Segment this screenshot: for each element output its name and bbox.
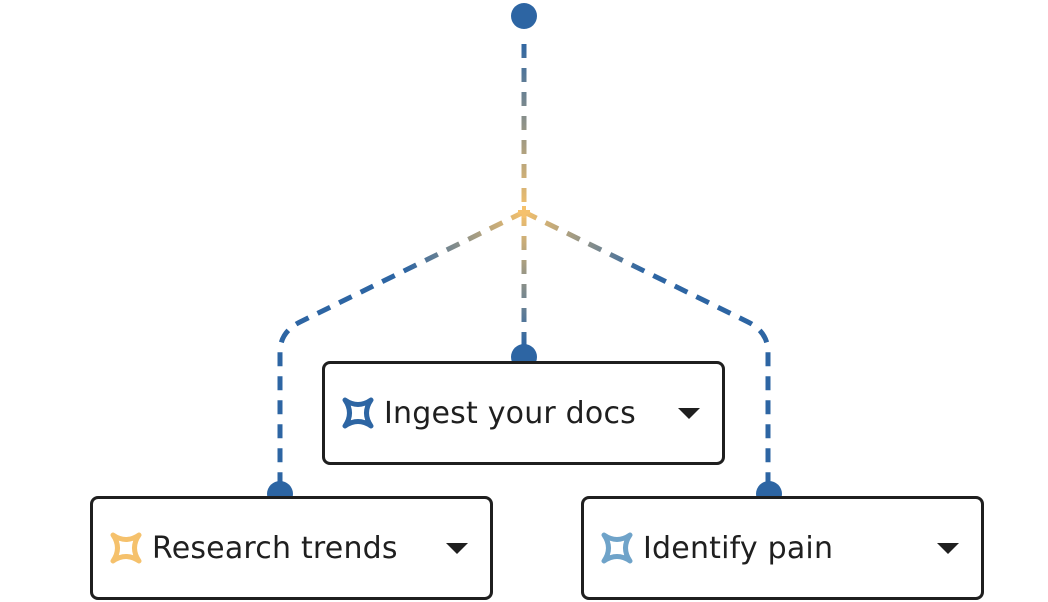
caret-down-icon[interactable] [937,543,959,554]
connector-right [522,209,771,488]
node-ingest-your-docs[interactable]: Ingest your docs [322,361,725,465]
junction-marker [518,206,530,218]
connector-left [277,209,526,488]
caret-down-icon[interactable] [446,543,468,554]
caret-down-icon[interactable] [678,408,700,419]
root-dot[interactable] [511,3,537,29]
node-label: Identify pain [643,530,834,566]
node-label: Research trends [152,530,398,566]
sparkle-x-icon [110,532,142,564]
sparkle-x-glyph [601,532,633,564]
sparkle-x-glyph [342,397,374,429]
node-label: Ingest your docs [384,395,637,431]
sparkle-x-icon [342,397,374,429]
node-identify-pain[interactable]: Identify pain [581,496,984,600]
sparkle-x-icon [601,532,633,564]
node-research-trends[interactable]: Research trends [90,496,493,600]
sparkle-x-glyph [110,532,142,564]
